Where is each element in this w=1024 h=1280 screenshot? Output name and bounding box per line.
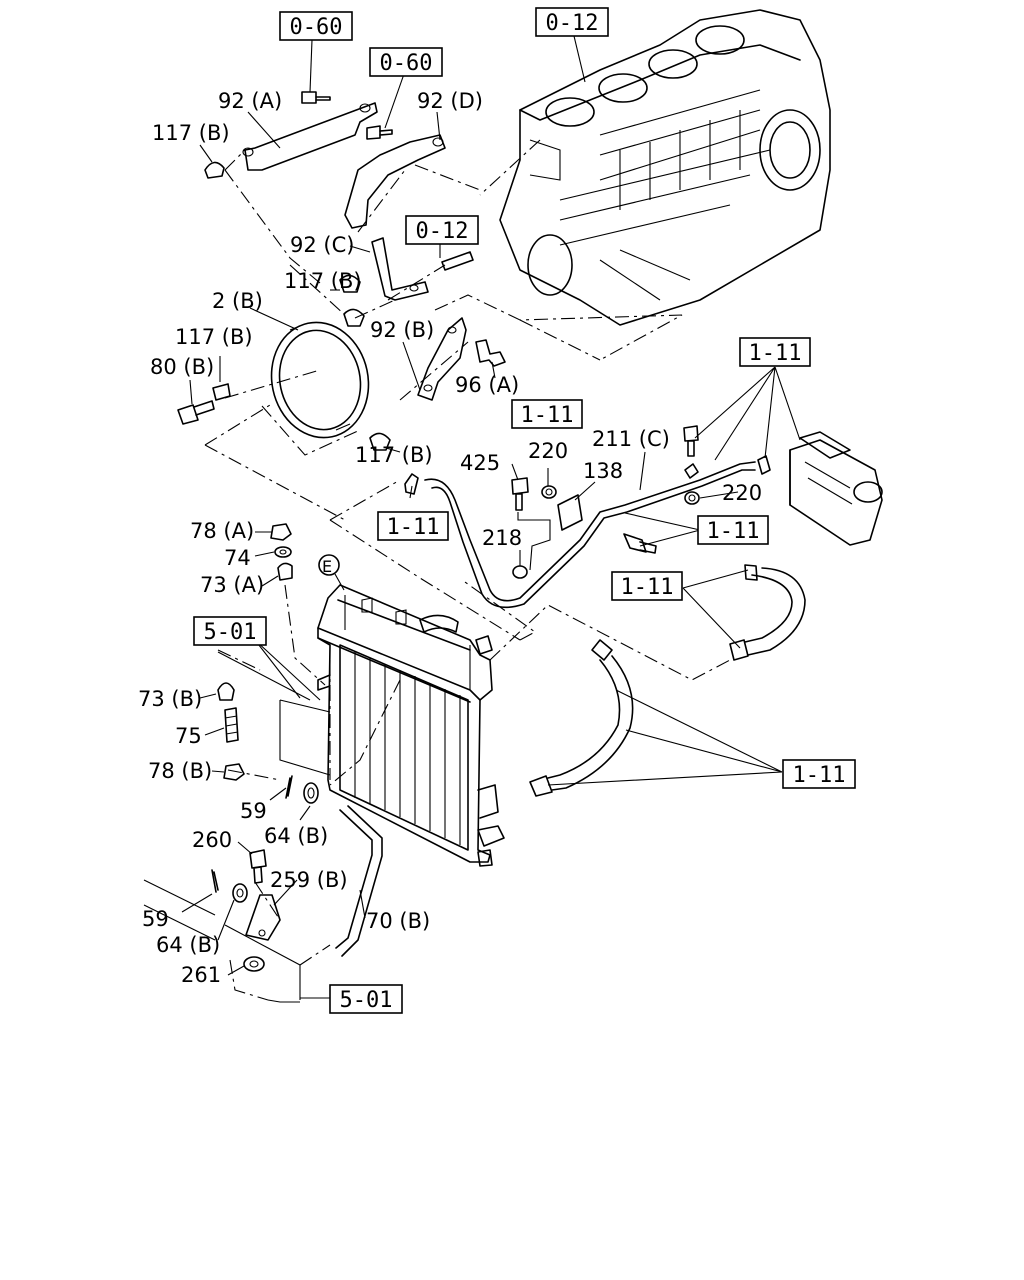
ref-text: 0-12 xyxy=(546,11,599,36)
ref-box-5-01-b[interactable]: 5-01 xyxy=(329,984,403,1014)
stud-0-12 xyxy=(441,251,474,271)
bolt-260 xyxy=(249,849,267,884)
hose-211c xyxy=(424,461,756,609)
assembly-lines-upper xyxy=(204,149,683,521)
ref-text: 5-01 xyxy=(340,988,393,1013)
fan-shroud-ring xyxy=(270,321,370,439)
callout-78b: 78 (B) xyxy=(148,759,212,783)
callout-92b: 92 (B) xyxy=(370,318,434,342)
bracket-259b xyxy=(245,894,281,941)
callout-e: E xyxy=(322,557,332,576)
ref-box-0-12-b[interactable]: 0-12 xyxy=(405,215,479,245)
nut-78a xyxy=(270,523,292,541)
bolt-96a xyxy=(475,339,506,367)
ref-text: 1-11 xyxy=(707,519,760,544)
bracket-92a xyxy=(242,102,378,171)
callout-96a: 96 (A) xyxy=(455,373,519,397)
callout-73a: 73 (A) xyxy=(200,573,264,597)
hose-1-11-lower xyxy=(529,639,634,797)
radiator xyxy=(317,584,505,867)
ref-text: 1-11 xyxy=(793,763,846,788)
callout-218: 218 xyxy=(482,526,522,550)
callout-117b: 117 (B) xyxy=(355,443,433,467)
bolt-425 xyxy=(511,477,529,511)
ref-box-0-12-a[interactable]: 0-12 xyxy=(535,7,609,37)
leader-lines xyxy=(181,35,801,999)
bolt-1-11-a xyxy=(683,425,699,457)
callout-78a: 78 (A) xyxy=(190,519,254,543)
ref-box-1-11-e[interactable]: 1-11 xyxy=(611,571,683,601)
callout-117b: 117 (B) xyxy=(152,121,230,145)
ref-box-1-11-d[interactable]: 1-11 xyxy=(697,515,769,545)
callout-labels: 92 (A) 92 (D) 117 (B) 92 (C) 117 (B) 2 (… xyxy=(138,89,762,987)
nut-261 xyxy=(243,956,265,972)
callout-70b: 70 (B) xyxy=(366,909,430,933)
callout-211c: 211 (C) xyxy=(592,427,670,451)
ref-text: 0-60 xyxy=(290,15,343,40)
bracket-92d xyxy=(344,134,446,229)
nut-220 xyxy=(541,485,700,505)
mount-73a xyxy=(277,562,293,581)
callout-80b: 80 (B) xyxy=(150,355,214,379)
ref-text: 1-11 xyxy=(387,515,440,540)
callout-220: 220 xyxy=(528,439,568,463)
callout-59: 59 xyxy=(240,799,267,823)
callout-138: 138 xyxy=(583,459,623,483)
stud-75 xyxy=(224,707,239,743)
callout-259b: 259 (B) xyxy=(270,868,348,892)
nut-78b xyxy=(223,763,245,781)
callout-92c: 92 (C) xyxy=(290,233,354,257)
ref-box-0-60-b[interactable]: 0-60 xyxy=(369,47,443,77)
clip-59 xyxy=(211,775,293,893)
callout-117b: 117 (B) xyxy=(284,269,362,293)
callout-73b: 73 (B) xyxy=(138,687,202,711)
reservoir-tank xyxy=(789,431,883,546)
ref-text: 1-11 xyxy=(749,341,802,366)
ref-box-0-60-a[interactable]: 0-60 xyxy=(279,11,353,41)
washer-74 xyxy=(274,546,292,558)
bolt-0-60-b xyxy=(366,125,393,140)
assembly-lines-lower xyxy=(217,479,731,1001)
callout-261: 261 xyxy=(181,963,221,987)
ref-text: 0-12 xyxy=(416,219,469,244)
bracket-138 xyxy=(557,494,583,531)
bracket-92b xyxy=(417,317,467,401)
pipe-70b xyxy=(335,805,383,957)
callout-64b: 64 (B) xyxy=(264,824,328,848)
callout-260: 260 xyxy=(192,828,232,852)
label-circle-e xyxy=(318,554,345,591)
callout-92a: 92 (A) xyxy=(218,89,282,113)
mount-73b xyxy=(217,682,235,701)
washer-64b xyxy=(232,782,319,903)
ref-text: 1-11 xyxy=(621,575,674,600)
bolt-0-60-a xyxy=(301,91,331,104)
callout-425: 425 xyxy=(460,451,500,475)
ref-text: 1-11 xyxy=(521,403,574,428)
clamp-small xyxy=(404,455,771,495)
hose-1-11-upper xyxy=(729,564,806,661)
callout-117b: 117 (B) xyxy=(175,325,253,349)
callout-59: 59 xyxy=(142,907,169,931)
ref-text: 5-01 xyxy=(204,620,257,645)
callout-74: 74 xyxy=(224,546,251,570)
ref-box-1-11-b[interactable]: 1-11 xyxy=(511,399,583,429)
callout-2b: 2 (B) xyxy=(212,289,263,313)
engine-block xyxy=(479,9,831,326)
ref-text: 0-60 xyxy=(380,51,433,76)
callout-220: 220 xyxy=(722,481,762,505)
bolt-80b xyxy=(177,400,215,425)
callout-75: 75 xyxy=(175,724,202,748)
ref-box-1-11-f[interactable]: 1-11 xyxy=(782,759,856,789)
callout-92d: 92 (D) xyxy=(417,89,483,113)
bracket-92c xyxy=(371,237,429,301)
ref-box-1-11-a[interactable]: 1-11 xyxy=(739,337,811,367)
callout-64b: 64 (B) xyxy=(156,933,220,957)
ref-box-1-11-c[interactable]: 1-11 xyxy=(377,511,449,541)
ref-box-5-01-a[interactable]: 5-01 xyxy=(193,616,267,646)
